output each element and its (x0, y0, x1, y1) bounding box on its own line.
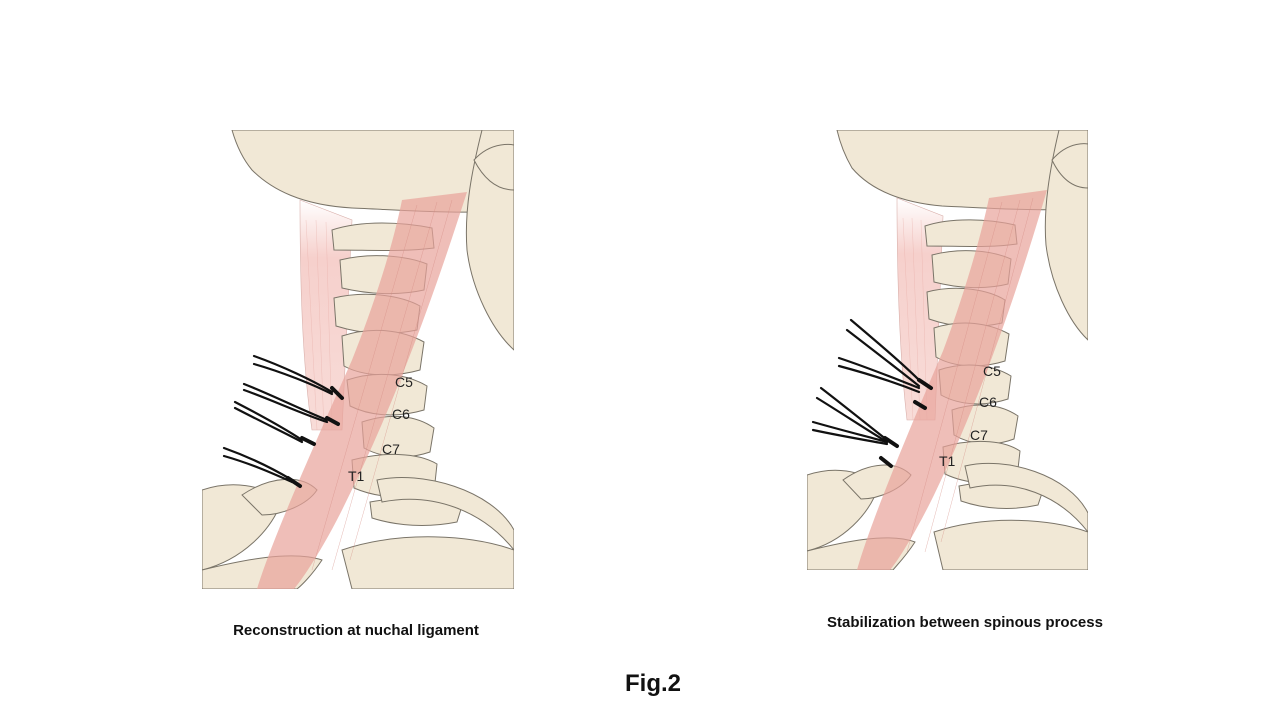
nuchal-ligament (299, 199, 353, 431)
nuchal-ligament (896, 197, 944, 421)
neck-anatomy-illustration: C5 C6 C7 T1 (807, 130, 1088, 570)
caption-right-panel: Stabilization between spinous process (827, 614, 1103, 631)
vertebra-label-c5: C5 (395, 374, 413, 390)
suture-bundle (811, 318, 923, 446)
vertebra-label-c5: C5 (983, 363, 1001, 379)
vertebra-label-c6: C6 (392, 406, 410, 422)
suture-bundle (222, 354, 334, 484)
vertebra-label-c7: C7 (970, 427, 988, 443)
vertebra-label-c6: C6 (979, 394, 997, 410)
vertebra-label-c7: C7 (382, 441, 400, 457)
clavicle (341, 536, 514, 589)
vertebra-label-t1: T1 (348, 468, 365, 484)
figure-label: Fig.2 (624, 670, 681, 697)
neck-anatomy-illustration: C5 C6 C7 T1 (202, 130, 514, 589)
semispinalis-muscle (857, 190, 1047, 570)
caption-left-panel: Reconstruction at nuchal ligament (233, 622, 479, 639)
first-rib (376, 476, 514, 551)
vertebra-label-t1: T1 (939, 453, 956, 469)
semispinalis-muscle (257, 192, 467, 589)
illustration-nuchal-ligament-reconstruction: C5 C6 C7 T1 (202, 130, 514, 589)
illustration-interspinous-stabilization: C5 C6 C7 T1 (807, 130, 1088, 570)
suture-knots (879, 378, 933, 468)
suture-knots (286, 386, 344, 488)
clavicle (933, 519, 1088, 570)
first-rib (964, 462, 1088, 533)
